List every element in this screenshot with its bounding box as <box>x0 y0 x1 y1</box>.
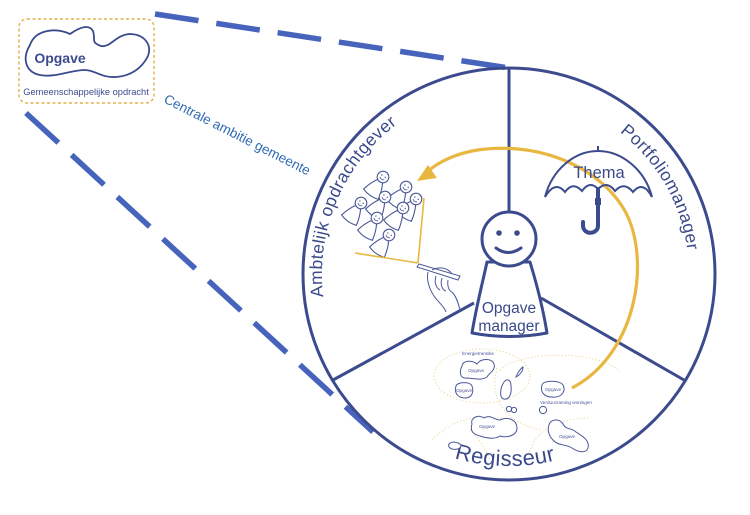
map-blob <box>470 415 518 439</box>
pawn-figure-icon: Opgave manager <box>470 210 549 338</box>
map-blob <box>538 405 548 415</box>
dashed-connector-bottom <box>24 110 375 435</box>
drawing-frame-icon <box>354 197 425 264</box>
wheel-divider-left <box>332 301 475 382</box>
map-blob <box>500 379 512 400</box>
dashed-connector-top <box>154 11 510 71</box>
center-label-line2: manager <box>478 318 539 335</box>
segment-label-regisseur: Regisseur <box>453 439 557 471</box>
map-blob-label: Opgave <box>468 368 485 373</box>
map-blob <box>541 380 565 398</box>
umbrella-icon: Thema <box>544 146 653 235</box>
map-blob <box>448 441 462 450</box>
person-figure-icon <box>340 196 368 227</box>
cycle-arrow-icon <box>417 146 639 390</box>
map-blob <box>515 366 524 379</box>
segment-label-portfoliomanager: Portfoliomanager <box>617 120 703 251</box>
map-blob <box>459 359 495 380</box>
map-blob-label: Opgave <box>456 388 473 393</box>
segment-label-text: Portfoliomanager <box>617 120 703 251</box>
map-icon: Energietransitie Verduurzaming woningen … <box>431 348 621 463</box>
person-figure-icon <box>368 228 396 259</box>
map-blob-label: Opgave <box>479 424 496 429</box>
map-region-label: Verduurzaming woningen <box>540 400 592 405</box>
map-blob <box>547 419 589 453</box>
map-region-label: Energietransitie <box>462 351 494 356</box>
role-wheel: Ambtelijk opdrachtgever Portfoliomanager… <box>301 66 717 482</box>
map-blob <box>510 406 518 414</box>
map-blob <box>505 405 513 413</box>
opgave-box-title: Opgave <box>34 50 86 66</box>
opgave-box: Opgave Gemeenschappelijke opdracht <box>18 18 155 104</box>
map-region-outline <box>494 367 541 431</box>
segment-label-text: Regisseur <box>453 439 557 471</box>
person-figure-icon <box>356 211 384 242</box>
map-region-outline <box>431 416 511 441</box>
map-blob-label: Opgave <box>545 387 562 392</box>
map-region-outline <box>499 354 621 373</box>
person-figure-icon <box>362 170 390 201</box>
map-blob-label: Opgave <box>559 434 576 439</box>
hand-with-pen-icon <box>416 263 461 313</box>
connector-label: Centrale ambitie gemeente <box>162 91 313 178</box>
opgave-box-subtitle: Gemeenschappelijke opdracht <box>23 87 149 97</box>
umbrella-label: Thema <box>573 164 625 182</box>
person-figure-icon <box>382 201 410 232</box>
wheel-divider-right <box>540 296 685 382</box>
map-region-outline <box>433 348 531 404</box>
center-label-line1: Opgave <box>482 300 536 317</box>
group-of-people-icon <box>340 170 423 259</box>
opgave-blob-icon <box>24 26 150 78</box>
map-blob <box>454 382 474 399</box>
opgave-box-border <box>18 18 155 104</box>
